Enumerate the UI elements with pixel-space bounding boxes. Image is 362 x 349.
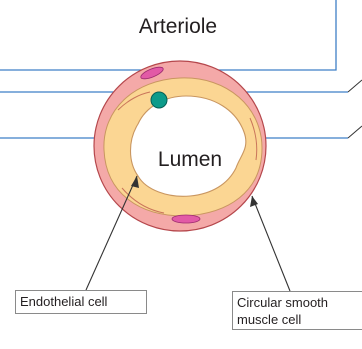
endothelial-cell-callout: Endothelial cell xyxy=(15,290,147,314)
smooth-muscle-pointer xyxy=(252,196,290,291)
diagram-title: Arteriole xyxy=(139,15,217,38)
guide-diagonal-middle xyxy=(348,126,362,138)
endothelial-cell-label: Endothelial cell xyxy=(20,294,107,309)
smooth-muscle-label-line1: Circular smooth xyxy=(237,294,362,311)
smooth-muscle-nucleus-bottom xyxy=(172,215,200,223)
lumen-label: Lumen xyxy=(158,148,222,171)
smooth-muscle-label-line2: muscle cell xyxy=(237,311,362,328)
endothelial-nucleus xyxy=(151,92,167,108)
smooth-muscle-arrowhead xyxy=(250,196,258,207)
guide-diagonal-top xyxy=(348,80,362,92)
smooth-muscle-callout: Circular smooth muscle cell xyxy=(232,291,362,330)
